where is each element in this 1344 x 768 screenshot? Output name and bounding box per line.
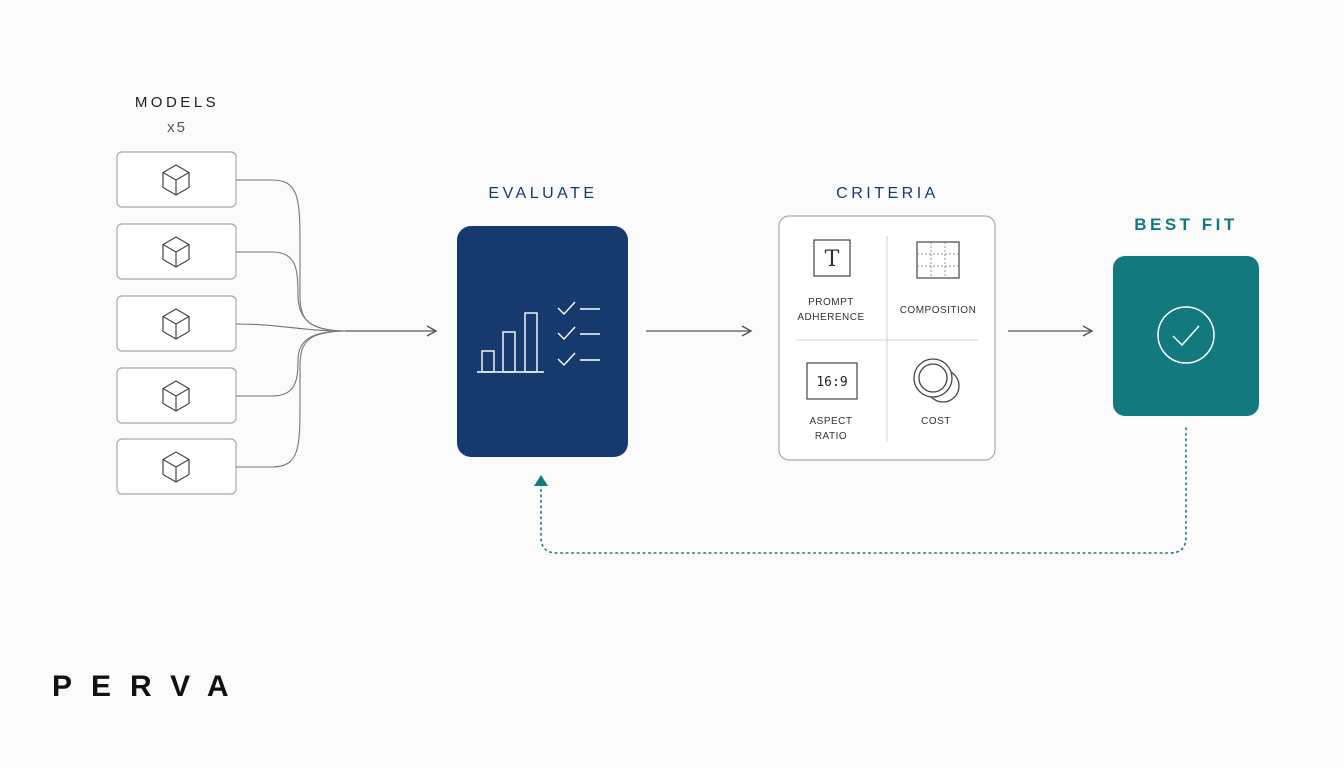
criteria-label-line: PROMPT (808, 297, 854, 308)
criteria-label-line: COST (921, 416, 951, 427)
criteria-prompt-adherence-label: PROMPT ADHERENCE (791, 295, 871, 325)
feedback-loop-connector (540, 427, 1187, 554)
criteria-composition-label: COMPOSITION (893, 303, 983, 318)
criteria-card: T 16:9 (778, 215, 996, 461)
cube-icon (162, 380, 190, 412)
criteria-label-line: ASPECT (809, 416, 853, 427)
coins-icon (913, 358, 960, 403)
cube-icon (162, 451, 190, 483)
check-circle-icon (1157, 306, 1215, 364)
model-card-2 (116, 223, 237, 280)
models-title: MODELS (134, 94, 220, 111)
cube-icon (162, 164, 190, 196)
best-fit-title: BEST FIT (1134, 215, 1238, 234)
evaluate-card (457, 226, 628, 457)
criteria-label-line: ADHERENCE (797, 312, 865, 323)
model-card-4 (116, 367, 237, 424)
merge-connectors (235, 179, 346, 468)
criteria-cost-label: COST (893, 414, 979, 429)
text-t-icon: T (813, 239, 851, 277)
evaluate-title: EVALUATE (488, 185, 598, 202)
svg-text:T: T (825, 247, 840, 272)
aspect-ratio-icon: 16:9 (806, 362, 858, 400)
model-card-1 (116, 151, 237, 208)
best-fit-card (1113, 256, 1259, 416)
brand-logo-text: PERVA (52, 670, 248, 703)
bar-chart-checklist-icon (477, 301, 600, 373)
composition-grid-icon (916, 241, 960, 279)
criteria-label-line: RATIO (814, 431, 848, 442)
feedback-arrowhead (534, 475, 548, 486)
models-count: x5 (167, 119, 187, 136)
cube-icon (162, 236, 190, 268)
criteria-title: CRITERIA (836, 185, 939, 202)
aspect-ratio-badge: 16:9 (816, 375, 847, 390)
criteria-label-line: COMPOSITION (899, 305, 977, 316)
model-card-5 (116, 438, 237, 495)
model-card-3 (116, 295, 237, 352)
criteria-aspect-ratio-label: ASPECT RATIO (791, 414, 871, 444)
cube-icon (162, 308, 190, 340)
